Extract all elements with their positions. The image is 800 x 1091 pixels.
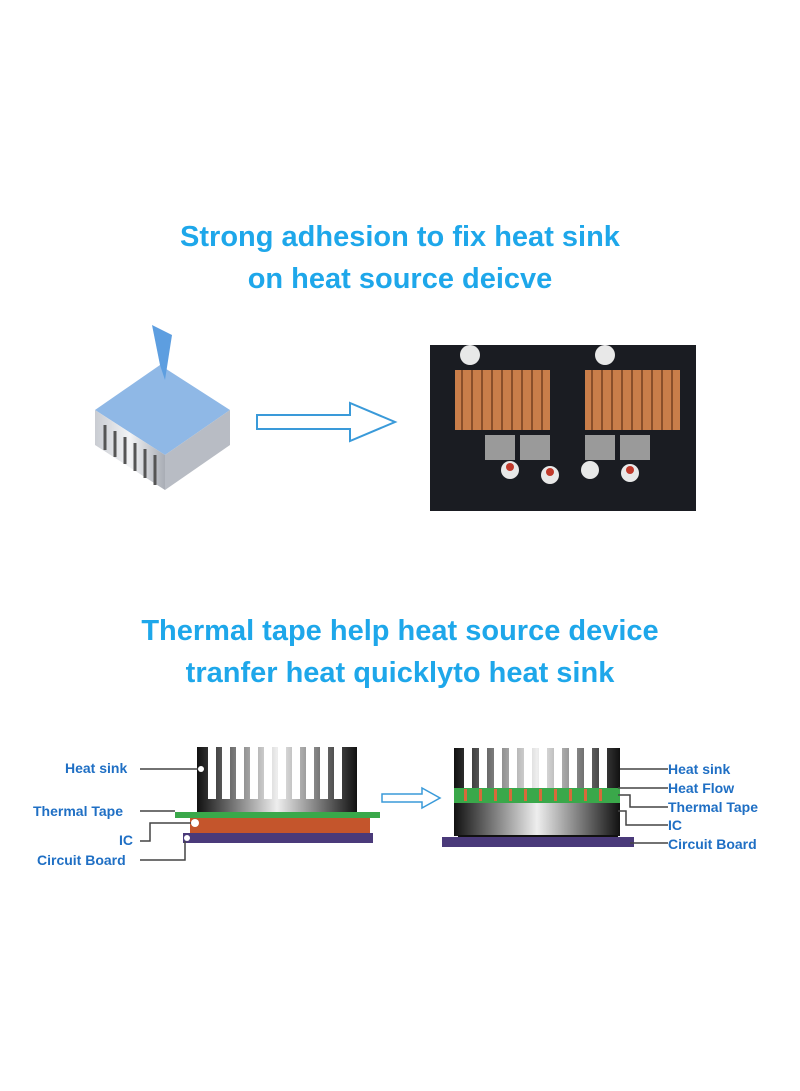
label-thermal-tape-right: Thermal Tape <box>668 799 758 815</box>
thermal-tape-diagram-after <box>442 748 668 847</box>
heatsink-product-image <box>95 325 230 490</box>
arrow-right-icon <box>381 786 442 810</box>
thermal-tape-diagram-before <box>140 747 380 861</box>
label-heat-flow: Heat Flow <box>668 780 735 796</box>
label-ic-right: IC <box>668 817 682 833</box>
label-thermal-tape: Thermal Tape <box>33 803 123 819</box>
label-circuit-board: Circuit Board <box>37 852 126 868</box>
section2-title-line1: Thermal tape help heat source device <box>141 615 659 647</box>
label-heat-sink: Heat sink <box>65 760 128 776</box>
arrow-right-icon <box>256 401 398 443</box>
section2-title-line2: tranfer heat quicklyto heat sink <box>185 657 615 689</box>
label-circuit-board-right: Circuit Board <box>668 836 757 852</box>
circuit-board-photo <box>430 345 696 511</box>
section1-title-line2: on heat source deicve <box>247 263 553 295</box>
label-ic: IC <box>119 832 133 848</box>
section1-title-line1: Strong adhesion to fix heat sink <box>180 221 620 253</box>
label-heat-sink-right: Heat sink <box>668 761 731 777</box>
